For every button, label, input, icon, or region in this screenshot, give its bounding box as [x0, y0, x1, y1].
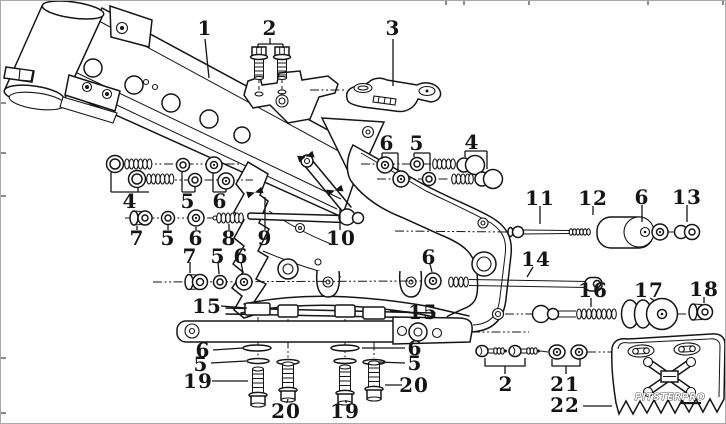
callout-label: 20 — [399, 373, 429, 397]
washer-part5 — [175, 157, 191, 173]
bolt-part4-lower — [127, 169, 175, 189]
callout-label: 19 — [183, 369, 213, 393]
callout-label: 8 — [222, 226, 237, 250]
washer-part6 — [392, 170, 410, 188]
washer-part5 — [160, 210, 176, 226]
bolt-part11 — [507, 225, 591, 239]
callout-label: 21 — [550, 372, 580, 396]
screw-part2 — [476, 346, 507, 357]
washer-part6 — [376, 156, 394, 174]
callout-label: 7 — [183, 244, 198, 268]
callout-label: 3 — [386, 16, 401, 40]
lower-gusset — [64, 74, 121, 112]
page-edge-ticks — [1, 1, 724, 414]
callout-label: 5 — [194, 352, 209, 376]
callout-label: 6 — [213, 189, 228, 213]
washer-part5-flat — [333, 357, 357, 365]
spacer-part12 — [596, 216, 655, 249]
bolt-part4-upper-right — [432, 154, 486, 176]
callout-label: 10 — [326, 226, 356, 250]
callout-label: 7 — [130, 226, 145, 250]
skid-plate-part22: PITSTERPRO — [611, 333, 725, 417]
callout-label: 5 — [181, 189, 196, 213]
screw-part8 — [212, 212, 244, 224]
callout-label: 18 — [689, 277, 719, 301]
callout-label: 6 — [380, 131, 395, 155]
callout-label: 22 — [550, 393, 580, 417]
bracket-part3 — [345, 77, 442, 113]
callout-label: 6 — [196, 338, 211, 362]
pivot-rod-part9-10 — [247, 208, 365, 226]
callout-label: 6 — [408, 336, 423, 360]
footpeg-bar-assembly — [176, 302, 473, 345]
callout-label: 16 — [578, 278, 608, 302]
callout-label: 19 — [330, 399, 360, 423]
washer-part6-flat — [330, 344, 360, 352]
callout-label: 2 — [499, 372, 514, 396]
fasteners — [105, 46, 714, 408]
frame-part — [3, 1, 513, 333]
bolt-part20 — [364, 360, 384, 402]
crossbones-logo-icon — [642, 356, 697, 398]
grommet-part21 — [570, 344, 588, 360]
callout-label: 12 — [578, 186, 608, 210]
washer-part5 — [421, 171, 437, 187]
bolt-part16 — [531, 304, 617, 324]
bolt-part2-a — [249, 46, 269, 81]
callout-label: 5 — [410, 131, 425, 155]
washer-part5 — [212, 274, 228, 290]
callout-label: 14 — [521, 247, 551, 271]
rear-frame-section — [346, 143, 513, 333]
washer-part6 — [205, 156, 223, 174]
callout-label: 6 — [234, 244, 249, 268]
callout-label: 5 — [408, 351, 423, 375]
bolt-part19 — [248, 366, 268, 408]
callout-label: 17 — [634, 278, 664, 302]
washer-part6 — [217, 172, 235, 190]
washer-part6 — [651, 223, 669, 241]
washer-part5-flat — [246, 357, 270, 365]
rod-part14 — [448, 276, 603, 292]
bushings-part17 — [620, 297, 679, 331]
callout-label: 4 — [123, 189, 138, 213]
callout-label: 5 — [161, 226, 176, 250]
nut-part7 — [129, 210, 153, 226]
callout-label: 15 — [192, 294, 222, 318]
bolt-part4-upper — [105, 154, 153, 174]
tank-mount-bracket — [243, 70, 339, 124]
callout-label: 20 — [271, 399, 301, 423]
callout-label: 6 — [422, 245, 437, 269]
callout-label: 6 — [635, 185, 650, 209]
callout-label: 6 — [189, 226, 204, 250]
nut-part7 — [184, 273, 209, 291]
washer-part6 — [235, 273, 253, 291]
callout-label: 9 — [258, 226, 273, 250]
nut-part18 — [688, 303, 714, 321]
bolt-part4-lower-right — [451, 168, 504, 190]
bolt-part20 — [278, 361, 298, 403]
nut-part13 — [673, 223, 701, 241]
washer-part5 — [187, 172, 203, 188]
washer-part6 — [424, 272, 442, 290]
screw-part2 — [509, 346, 540, 357]
washer-part5 — [409, 156, 425, 172]
brand-logo-text: PITSTERPRO — [635, 392, 705, 403]
logo-microtext-bar — [680, 402, 701, 405]
callout-label: 13 — [672, 185, 702, 209]
callout-label: 2 — [263, 16, 278, 40]
washer-part6-flat — [242, 344, 272, 352]
callout-label: 4 — [465, 130, 480, 154]
callout-label: 1 — [198, 16, 213, 40]
grommet-part21 — [548, 344, 566, 360]
callout-label: 15 — [408, 300, 438, 324]
callout-label: 5 — [211, 244, 226, 268]
callout-label: 11 — [525, 186, 555, 210]
top-gusset — [109, 4, 153, 48]
head-tube — [3, 1, 105, 111]
leader-lines — [110, 38, 705, 407]
